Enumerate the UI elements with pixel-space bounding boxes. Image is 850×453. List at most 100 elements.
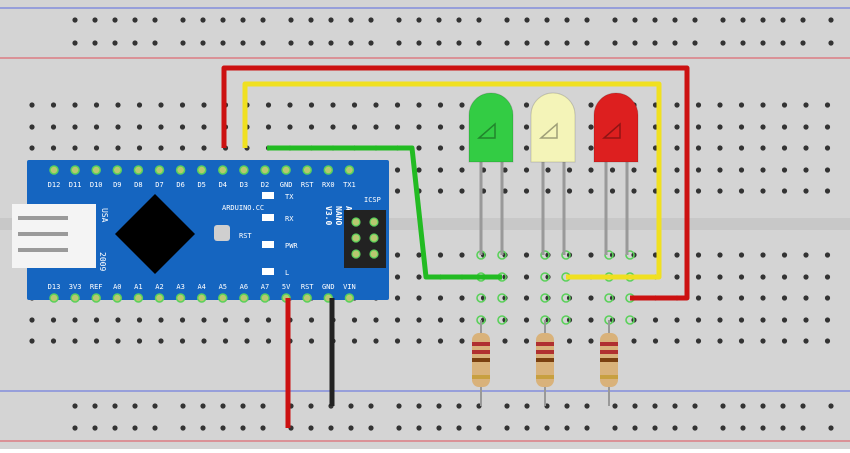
breadboard-hole (760, 338, 766, 344)
breadboard-hole (609, 167, 616, 173)
breadboard-hole (416, 124, 422, 130)
top-pin-label: D6 (176, 181, 184, 189)
rail-hole (652, 403, 658, 409)
rail-hole (132, 403, 138, 409)
top-pin (49, 165, 59, 175)
rail-hole (780, 17, 786, 23)
led-body (530, 92, 576, 163)
rail-hole (348, 403, 354, 409)
rail-hole (800, 17, 806, 23)
icsp-pin (369, 217, 379, 227)
top-pin (281, 165, 291, 175)
rail-hole (828, 403, 834, 409)
breadboard-hole (265, 102, 272, 108)
breadboard-hole (416, 295, 422, 301)
breadboard-hole (437, 188, 444, 194)
breadboard-hole (588, 317, 594, 323)
icsp-pin (369, 249, 379, 259)
year-label: 2009 (98, 252, 107, 271)
rail-hole (92, 425, 98, 431)
breadboard-hole (222, 317, 229, 323)
breadboard-hole (652, 317, 659, 323)
rail-hole (652, 425, 658, 431)
bottom-pin-label: A7 (261, 283, 269, 291)
rail-hole (524, 40, 530, 46)
rail-hole (112, 403, 118, 409)
breadboard-hole (717, 102, 723, 108)
top-pin (112, 165, 123, 175)
breadboard-hole (373, 124, 379, 130)
breadboard-hole (158, 102, 164, 108)
bottom-pin-label: D13 (48, 283, 61, 291)
breadboard-hole (803, 338, 809, 344)
breadboard-hole (201, 124, 207, 130)
rail-hole (416, 425, 422, 431)
breadboard-hole (760, 145, 766, 151)
breadboard-hole (695, 295, 702, 301)
breadboard-hole (674, 102, 680, 108)
resistor-band (600, 358, 618, 362)
rail-hole (828, 425, 834, 431)
top-pin-label: D2 (261, 181, 269, 189)
rail-hole (504, 425, 510, 431)
bottom-pin-label: RST (301, 283, 314, 291)
rail-hole (456, 425, 462, 431)
top-pin (91, 165, 101, 175)
rail-hole (368, 403, 374, 409)
rail-hole (524, 17, 530, 23)
breadboard-hole (588, 167, 594, 173)
bottom-pin (175, 293, 186, 303)
bottom-pin (344, 293, 355, 303)
top-pin (218, 165, 228, 175)
rail-hole (240, 425, 246, 431)
wire-green-d2 (267, 145, 502, 280)
breadboard-hole (738, 338, 745, 344)
icsp-header (344, 210, 386, 268)
rail-hole (504, 403, 510, 409)
breadboard-hole (523, 102, 530, 108)
top-pin-label: D3 (240, 181, 248, 189)
breadboard-hole (115, 145, 121, 151)
breadboard-hole (136, 102, 143, 108)
breadboard-hole (652, 338, 659, 344)
top-pin-label: RST (301, 181, 314, 189)
rail-hole (180, 403, 186, 409)
breadboard-hole (781, 145, 788, 151)
breadboard-hole (695, 274, 702, 280)
breadboard-hole (674, 188, 680, 194)
rail-hole (200, 17, 206, 23)
breadboard-hole (287, 102, 293, 108)
breadboard-hole (523, 317, 530, 323)
status-led (262, 192, 274, 199)
breadboard-hole (523, 145, 530, 151)
breadboard-hole (459, 317, 465, 323)
breadboard-hole (502, 188, 508, 194)
top-pin-label: RX0 (322, 181, 335, 189)
bottom-pin (302, 293, 312, 303)
icsp-pins (351, 217, 379, 259)
breadboard-hole (824, 145, 831, 151)
led-yellow (530, 92, 576, 255)
breadboard-hole (394, 338, 401, 344)
breadboard-hole (566, 338, 573, 344)
rail-hole (564, 40, 570, 46)
rail-hole (720, 17, 726, 23)
breadboard-hole (179, 338, 186, 344)
breadboard-hole (201, 317, 207, 323)
rail-hole (416, 40, 422, 46)
breadboard-hole (50, 145, 57, 151)
rail-hole (780, 40, 786, 46)
reset-button[interactable] (214, 225, 230, 241)
top-pin (260, 165, 270, 175)
bottom-pin (70, 293, 80, 303)
rail-hole (132, 17, 138, 23)
bottom-pin-label: 5V (282, 283, 291, 291)
top-pin-label: D5 (197, 181, 205, 189)
breadboard-hole (738, 167, 745, 173)
breadboard-hole (631, 338, 637, 344)
rail-hole (200, 40, 206, 46)
resistor-band-gold (536, 375, 554, 379)
bottom-pin-label: A1 (134, 283, 142, 291)
breadboard-hole (416, 317, 422, 323)
